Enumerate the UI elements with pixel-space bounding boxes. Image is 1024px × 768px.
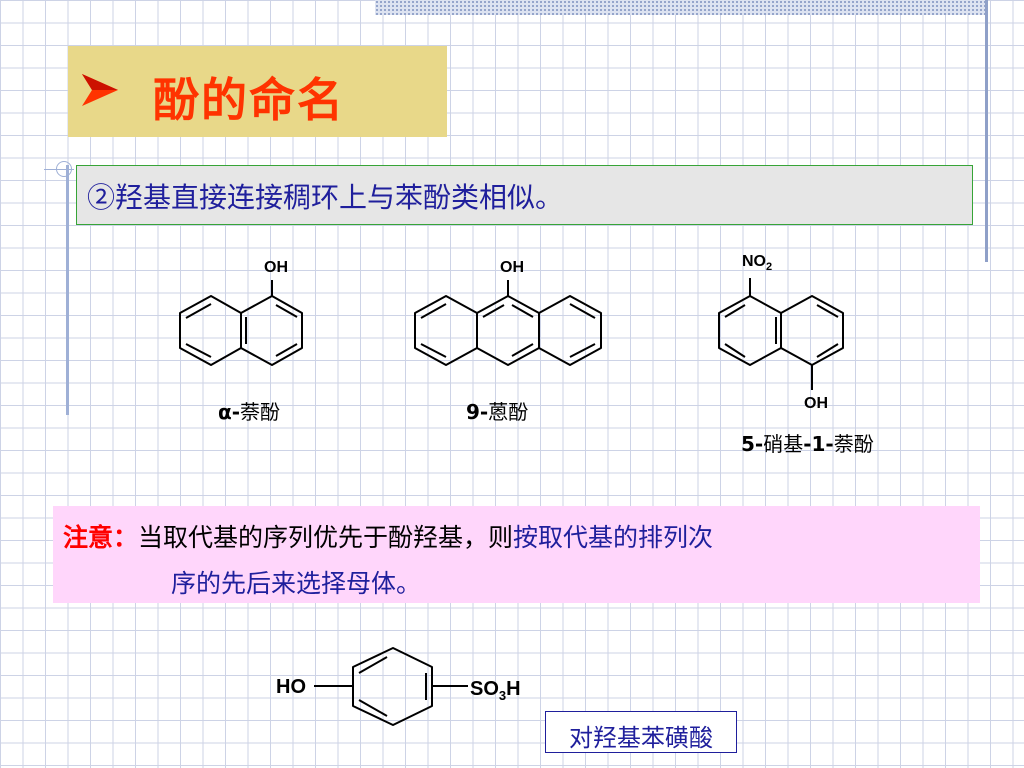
- nitro-label: NO2: [742, 253, 772, 273]
- anthrol-prefix: 9-: [466, 400, 489, 424]
- ornament-circle: [56, 161, 72, 177]
- nitronaphthol-name: 5-硝基-1-萘酚: [741, 428, 874, 457]
- nitro-subscript: 2: [766, 261, 773, 274]
- nitronaphthol-part1: 5-: [741, 432, 764, 456]
- note-label: 注意：: [63, 523, 139, 552]
- left-decorative-rule: [66, 165, 69, 415]
- note-text-blue-1: 按取代基的排列次: [513, 523, 714, 552]
- note-box: 注意：当取代基的序列优先于酚羟基，则按取代基的排列次 序的先后来选择母体。: [53, 506, 980, 603]
- note-line-1: 注意：当取代基的序列优先于酚羟基，则按取代基的排列次: [63, 518, 713, 554]
- nitronaphthol-oh-label: OH: [804, 395, 828, 412]
- ho-label: HO: [276, 676, 306, 698]
- nitronaphthol-part4: 萘酚: [833, 432, 874, 456]
- note-text-blue-2: 序的先后来选择母体。: [171, 569, 422, 598]
- anthrol-rest: 蒽酚: [488, 400, 529, 424]
- point-box: ②羟基直接连接稠环上与苯酚类相似。: [76, 165, 973, 225]
- title-box: 酚的命名: [68, 46, 447, 137]
- arrow-bullet-icon: [82, 74, 118, 106]
- alpha-rest: 萘酚: [240, 400, 281, 424]
- sulfonic-end: H: [506, 678, 521, 700]
- anthrol-name: 9-蒽酚: [466, 396, 528, 425]
- nitronaphthol-part2: 硝基: [763, 432, 804, 456]
- top-decorative-band: [375, 0, 985, 15]
- sulfonic-main: SO: [470, 678, 499, 700]
- note-text-black: 当取代基的序列优先于酚羟基，则: [138, 523, 514, 552]
- alpha-prefix: α-: [218, 400, 241, 424]
- naphthol-oh-label: OH: [264, 259, 288, 276]
- caption-box: 对羟基苯磺酸: [545, 711, 737, 753]
- sulfonic-label: SO3H: [470, 678, 521, 703]
- sulfonic-subscript: 3: [498, 688, 507, 703]
- nitronaphthol-part3: -1-: [803, 432, 834, 456]
- point-text: ②羟基直接连接稠环上与苯酚类相似。: [87, 181, 564, 214]
- anthrol-oh-label: OH: [500, 259, 524, 276]
- page-title: 酚的命名: [153, 73, 345, 127]
- alpha-naphthol-name: α-萘酚: [218, 396, 280, 425]
- right-decorative-rule: [985, 0, 988, 262]
- caption-text: 对羟基苯磺酸: [569, 724, 713, 752]
- nitro-main: NO: [742, 253, 766, 270]
